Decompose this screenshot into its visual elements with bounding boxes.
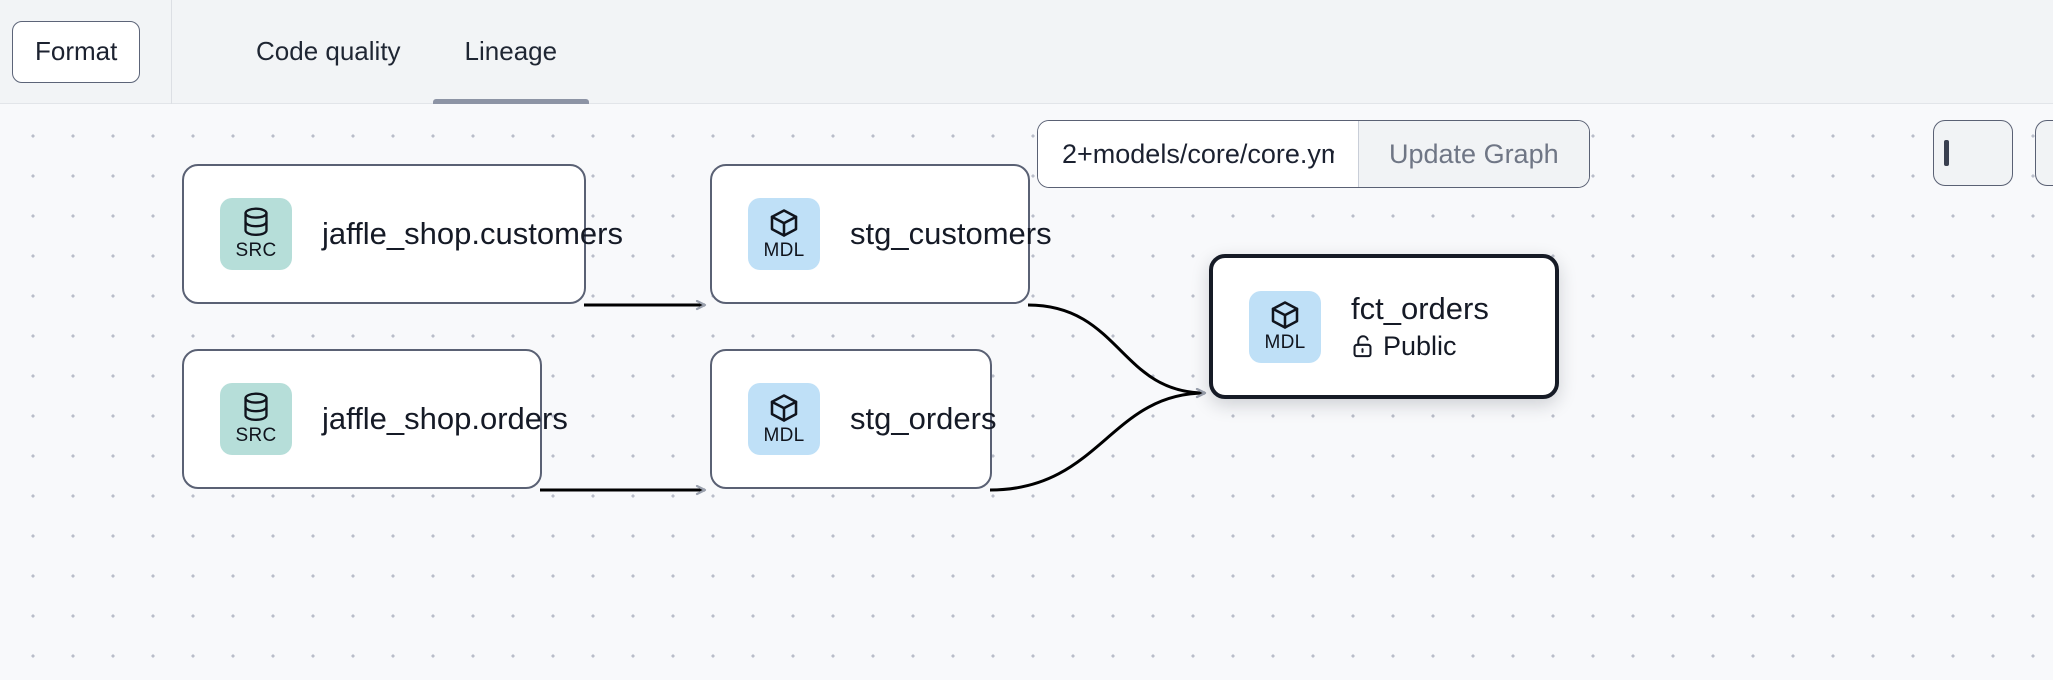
lineage-canvas[interactable]: SRC jaffle_shop.customers MDL stg_custom…	[0, 104, 2053, 680]
lineage-node-stg-customers[interactable]: MDL stg_customers	[710, 164, 1052, 304]
format-button-zone: Format	[0, 0, 172, 104]
node-body: fct_orders Public	[1351, 291, 1489, 363]
tab-code-quality[interactable]: Code quality	[224, 0, 433, 104]
node-title: jaffle_shop.customers	[322, 216, 623, 252]
src-badge: SRC	[220, 383, 292, 455]
cube-icon	[1271, 301, 1299, 329]
lineage-node-jaffle-shop-customers[interactable]: SRC jaffle_shop.customers	[182, 164, 623, 304]
edge-stg-customers-to-fct-orders	[1027, 303, 1205, 393]
mdl-badge-label: MDL	[1264, 332, 1306, 353]
lineage-node-fct-orders[interactable]: MDL fct_orders Public	[1209, 254, 1559, 399]
mdl-badge-label: MDL	[763, 239, 805, 261]
edge-stg-orders-to-fct-orders	[989, 393, 1205, 492]
tab-underline	[432, 98, 590, 104]
graph-controls: Update Graph	[1037, 120, 1590, 188]
tab-lineage[interactable]: Lineage	[432, 0, 590, 104]
src-badge: SRC	[220, 198, 292, 270]
update-graph-button[interactable]: Update Graph	[1358, 121, 1589, 187]
cube-icon	[770, 393, 798, 422]
src-badge-label: SRC	[235, 424, 277, 446]
database-icon	[244, 392, 268, 421]
node-body: stg_orders	[850, 401, 996, 437]
node-title: jaffle_shop.orders	[322, 401, 568, 437]
node-title: stg_customers	[850, 216, 1052, 252]
tab-code-quality-label: Code quality	[256, 36, 401, 66]
graph-selector-input[interactable]	[1038, 121, 1358, 187]
node-title: stg_orders	[850, 401, 997, 437]
node-body: jaffle_shop.customers	[322, 216, 623, 252]
node-body: stg_customers	[850, 216, 1052, 252]
node-body: jaffle_shop.orders	[322, 401, 568, 437]
mdl-badge: MDL	[748, 198, 820, 270]
cube-icon	[770, 208, 798, 237]
mdl-badge-label: MDL	[763, 424, 805, 446]
node-visibility-label: Public	[1383, 331, 1457, 362]
unlock-icon	[1353, 335, 1372, 358]
mdl-badge: MDL	[748, 383, 820, 455]
lineage-node-stg-orders[interactable]: MDL stg_orders	[710, 349, 996, 489]
tab-lineage-label: Lineage	[464, 36, 558, 66]
database-icon	[244, 207, 268, 236]
toolbar: Format Code quality Lineage	[0, 0, 2053, 104]
mdl-badge: MDL	[1249, 290, 1321, 363]
format-button[interactable]: Format	[12, 20, 141, 83]
node-title: fct_orders	[1351, 290, 1489, 326]
control-glyph-icon	[1944, 140, 1949, 166]
graph-secondary-control[interactable]	[1933, 120, 2013, 186]
tab-bar: Code quality Lineage	[224, 0, 590, 104]
graph-tertiary-control[interactable]	[2035, 120, 2053, 186]
lineage-node-jaffle-shop-orders[interactable]: SRC jaffle_shop.orders	[182, 349, 568, 489]
node-visibility: Public	[1351, 331, 1489, 362]
src-badge-label: SRC	[235, 239, 277, 261]
